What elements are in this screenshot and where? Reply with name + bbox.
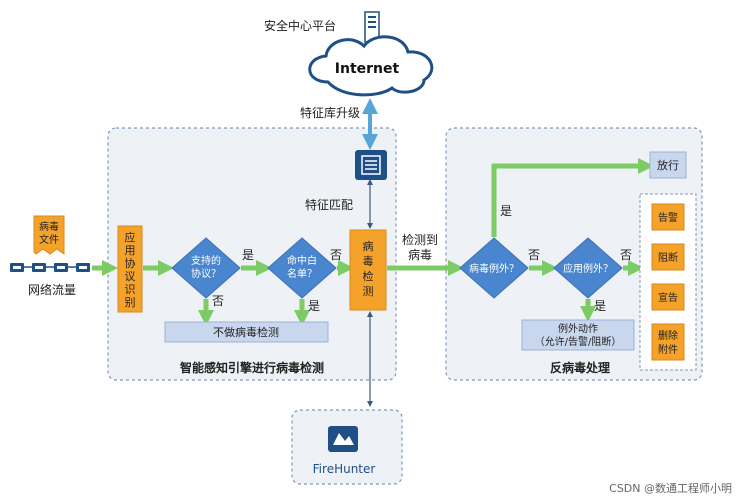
yes-label-4: 是 <box>594 299 606 313</box>
action-block-label: 阻断 <box>658 251 678 264</box>
protocol-char: 应 <box>125 230 136 244</box>
firehunter-label: FireHunter <box>313 462 376 476</box>
internet-label: Internet <box>335 61 400 77</box>
protocol-char: 议 <box>125 270 136 283</box>
action-announce-label: 宣告 <box>658 291 678 304</box>
detect-char: 检 <box>363 269 374 283</box>
whitelist-diamond <box>267 237 337 299</box>
yes-label-2: 是 <box>308 299 320 313</box>
detect-char: 病 <box>363 239 374 253</box>
supported-protocol-diamond <box>171 237 241 299</box>
action-alert-box <box>651 203 685 231</box>
yes-label-1: 是 <box>242 248 254 262</box>
yes-label-top: 是 <box>500 204 512 218</box>
action-block-box <box>651 243 685 271</box>
no-detection-label: 不做病毒检测 <box>213 325 279 339</box>
watermark: CSDN @数通工程师小明 <box>609 482 732 495</box>
protocol-recognition-box <box>117 225 143 313</box>
protocol-recognition-label: 应 用 协 议 识 别 <box>125 230 136 309</box>
protocol-char: 用 <box>125 244 136 257</box>
app-exception-diamond <box>553 237 623 299</box>
virus-file-icon <box>33 215 65 255</box>
engine-panel <box>107 127 397 381</box>
firehunter-icon <box>328 426 358 452</box>
allow-box <box>649 151 687 179</box>
detect-char: 测 <box>363 285 374 298</box>
whitelist-line1: 命中白 <box>287 254 317 267</box>
protocol-char: 协 <box>125 256 136 270</box>
detected-line1: 检测到 <box>402 232 438 247</box>
action-announce-box <box>651 283 685 311</box>
packet-stream-icon <box>10 263 90 272</box>
engine-caption: 智能感知引擎进行病毒检测 <box>179 360 324 375</box>
protocol-char: 识 <box>125 283 136 296</box>
supported-line1: 支持的 <box>191 254 221 267</box>
no-detection-box <box>164 321 329 343</box>
virus-exception-diamond <box>459 237 529 299</box>
action-alert-label: 告警 <box>658 211 678 224</box>
handling-caption: 反病毒处理 <box>550 360 610 375</box>
exception-action-box <box>521 319 635 351</box>
exception-action-line1: 例外动作 <box>558 322 598 335</box>
allow-arrow <box>491 157 655 237</box>
detected-line2: 病毒 <box>408 247 432 262</box>
signature-database-icon <box>355 150 387 180</box>
exception-action-line2: （允许/告警/阻断） <box>535 335 622 348</box>
app-exception-label: 应用例外？ <box>563 262 613 275</box>
virus-detection-box <box>349 229 387 311</box>
virus-file-line2: 文件 <box>39 233 59 246</box>
allow-label: 放行 <box>657 158 679 172</box>
internet-cloud-icon <box>308 35 434 97</box>
signature-match-label: 特征匹配 <box>305 197 353 212</box>
virus-file-line1: 病毒 <box>39 220 59 233</box>
whitelist-line2: 名单？ <box>287 267 317 280</box>
action-delete-line1: 删除 <box>658 329 678 342</box>
virus-exception-label: 病毒例外？ <box>469 262 519 275</box>
no-label-3: 否 <box>528 248 540 262</box>
supported-line2: 协议？ <box>191 267 221 280</box>
action-delete-line2: 附件 <box>658 343 678 356</box>
protocol-char: 别 <box>125 296 136 309</box>
action-delete-box <box>651 323 685 361</box>
platform-label: 安全中心平台 <box>264 18 336 33</box>
no-label-2: 否 <box>330 248 342 262</box>
signature-update-label: 特征库升级 <box>300 105 360 120</box>
no-label-1: 否 <box>212 294 224 308</box>
detect-char: 毒 <box>363 255 374 268</box>
no-label-4: 否 <box>620 248 632 262</box>
network-traffic-label: 网络流量 <box>28 282 76 297</box>
